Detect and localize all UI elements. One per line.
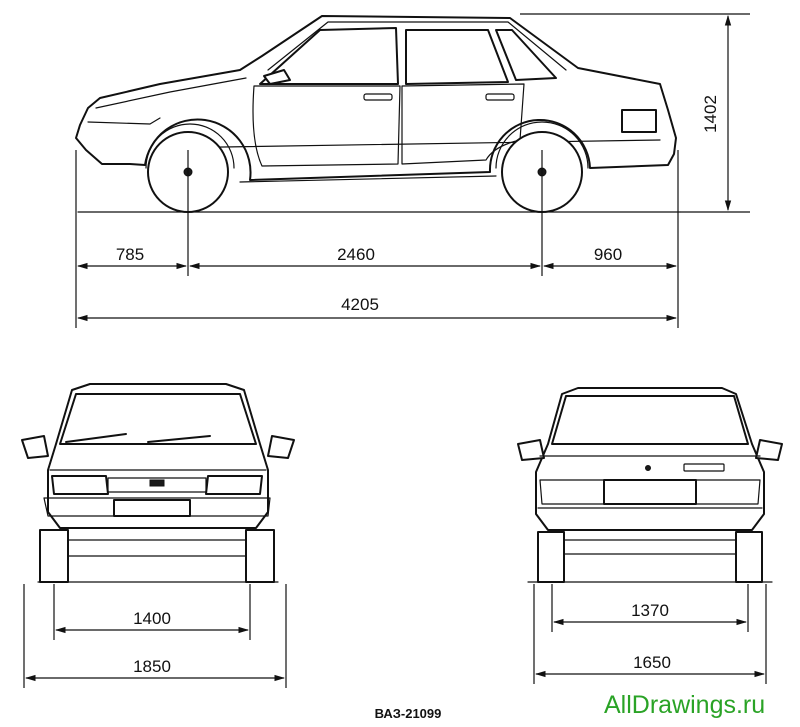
rear-width-label: 1650 bbox=[633, 653, 671, 672]
rear-lamp bbox=[621, 109, 657, 133]
quarter-window bbox=[495, 29, 557, 81]
front-underbody bbox=[67, 539, 247, 557]
grille bbox=[107, 477, 207, 493]
front-view-dimensions: 1400 1850 bbox=[23, 584, 287, 688]
roof-line bbox=[267, 21, 567, 71]
rear-view-dimensions: 1370 1650 bbox=[533, 584, 767, 684]
height-label: 1402 bbox=[701, 95, 720, 133]
hood-line bbox=[95, 77, 247, 109]
rear-view-drawing bbox=[517, 387, 783, 583]
taillight-right bbox=[695, 479, 761, 505]
front-mirror-left bbox=[21, 435, 49, 459]
rear-track-label: 1370 bbox=[631, 601, 669, 620]
front-view-drawing bbox=[21, 383, 295, 583]
overall-length-label: 4205 bbox=[341, 295, 379, 314]
rear-door-handle bbox=[485, 93, 515, 101]
trunk-lock bbox=[645, 465, 651, 471]
side-mirror bbox=[263, 69, 291, 85]
front-bumper bbox=[43, 497, 271, 517]
emblem bbox=[149, 479, 165, 487]
windshield bbox=[59, 393, 257, 445]
headlight-right bbox=[205, 475, 263, 495]
rear-plate bbox=[603, 479, 697, 505]
front-width-label: 1850 bbox=[133, 657, 171, 676]
rear-door bbox=[401, 83, 525, 165]
side-view-dimensions: 785 2460 960 4205 1402 bbox=[75, 13, 750, 328]
front-bumper-line bbox=[87, 117, 161, 125]
side-molding bbox=[159, 139, 661, 149]
front-overhang-label: 785 bbox=[116, 245, 144, 264]
front-door bbox=[252, 85, 401, 167]
rocker-panel bbox=[239, 175, 497, 183]
rear-mirror-left bbox=[517, 439, 545, 461]
front-plate bbox=[113, 499, 191, 517]
side-view-drawing bbox=[75, 15, 681, 213]
rear-underbody bbox=[563, 539, 737, 555]
rear-body-outline bbox=[535, 387, 765, 531]
taillight-left bbox=[539, 479, 605, 505]
front-tire-right bbox=[245, 529, 275, 583]
rear-badge bbox=[683, 463, 725, 472]
wheelbase-label: 2460 bbox=[337, 245, 375, 264]
front-door-handle bbox=[363, 93, 393, 101]
rear-window-glass bbox=[551, 395, 749, 445]
front-wheel bbox=[145, 123, 235, 213]
rear-mirror-right bbox=[755, 439, 783, 461]
car-body-outline bbox=[75, 15, 677, 181]
front-mirror-right bbox=[267, 435, 295, 459]
front-tire-left bbox=[39, 529, 69, 583]
front-body-outline bbox=[47, 383, 269, 529]
headlight-left bbox=[51, 475, 109, 495]
wiper-right bbox=[147, 435, 211, 443]
site-watermark: AllDrawings.ru bbox=[604, 691, 765, 719]
front-window bbox=[259, 27, 399, 85]
rear-tire-right bbox=[735, 531, 763, 583]
front-track-label: 1400 bbox=[133, 609, 171, 628]
wiper-left bbox=[65, 433, 127, 443]
rear-window bbox=[405, 29, 509, 85]
rear-overhang-label: 960 bbox=[594, 245, 622, 264]
rear-tire-left bbox=[537, 531, 565, 583]
model-caption: ВАЗ-21099 bbox=[375, 706, 442, 721]
